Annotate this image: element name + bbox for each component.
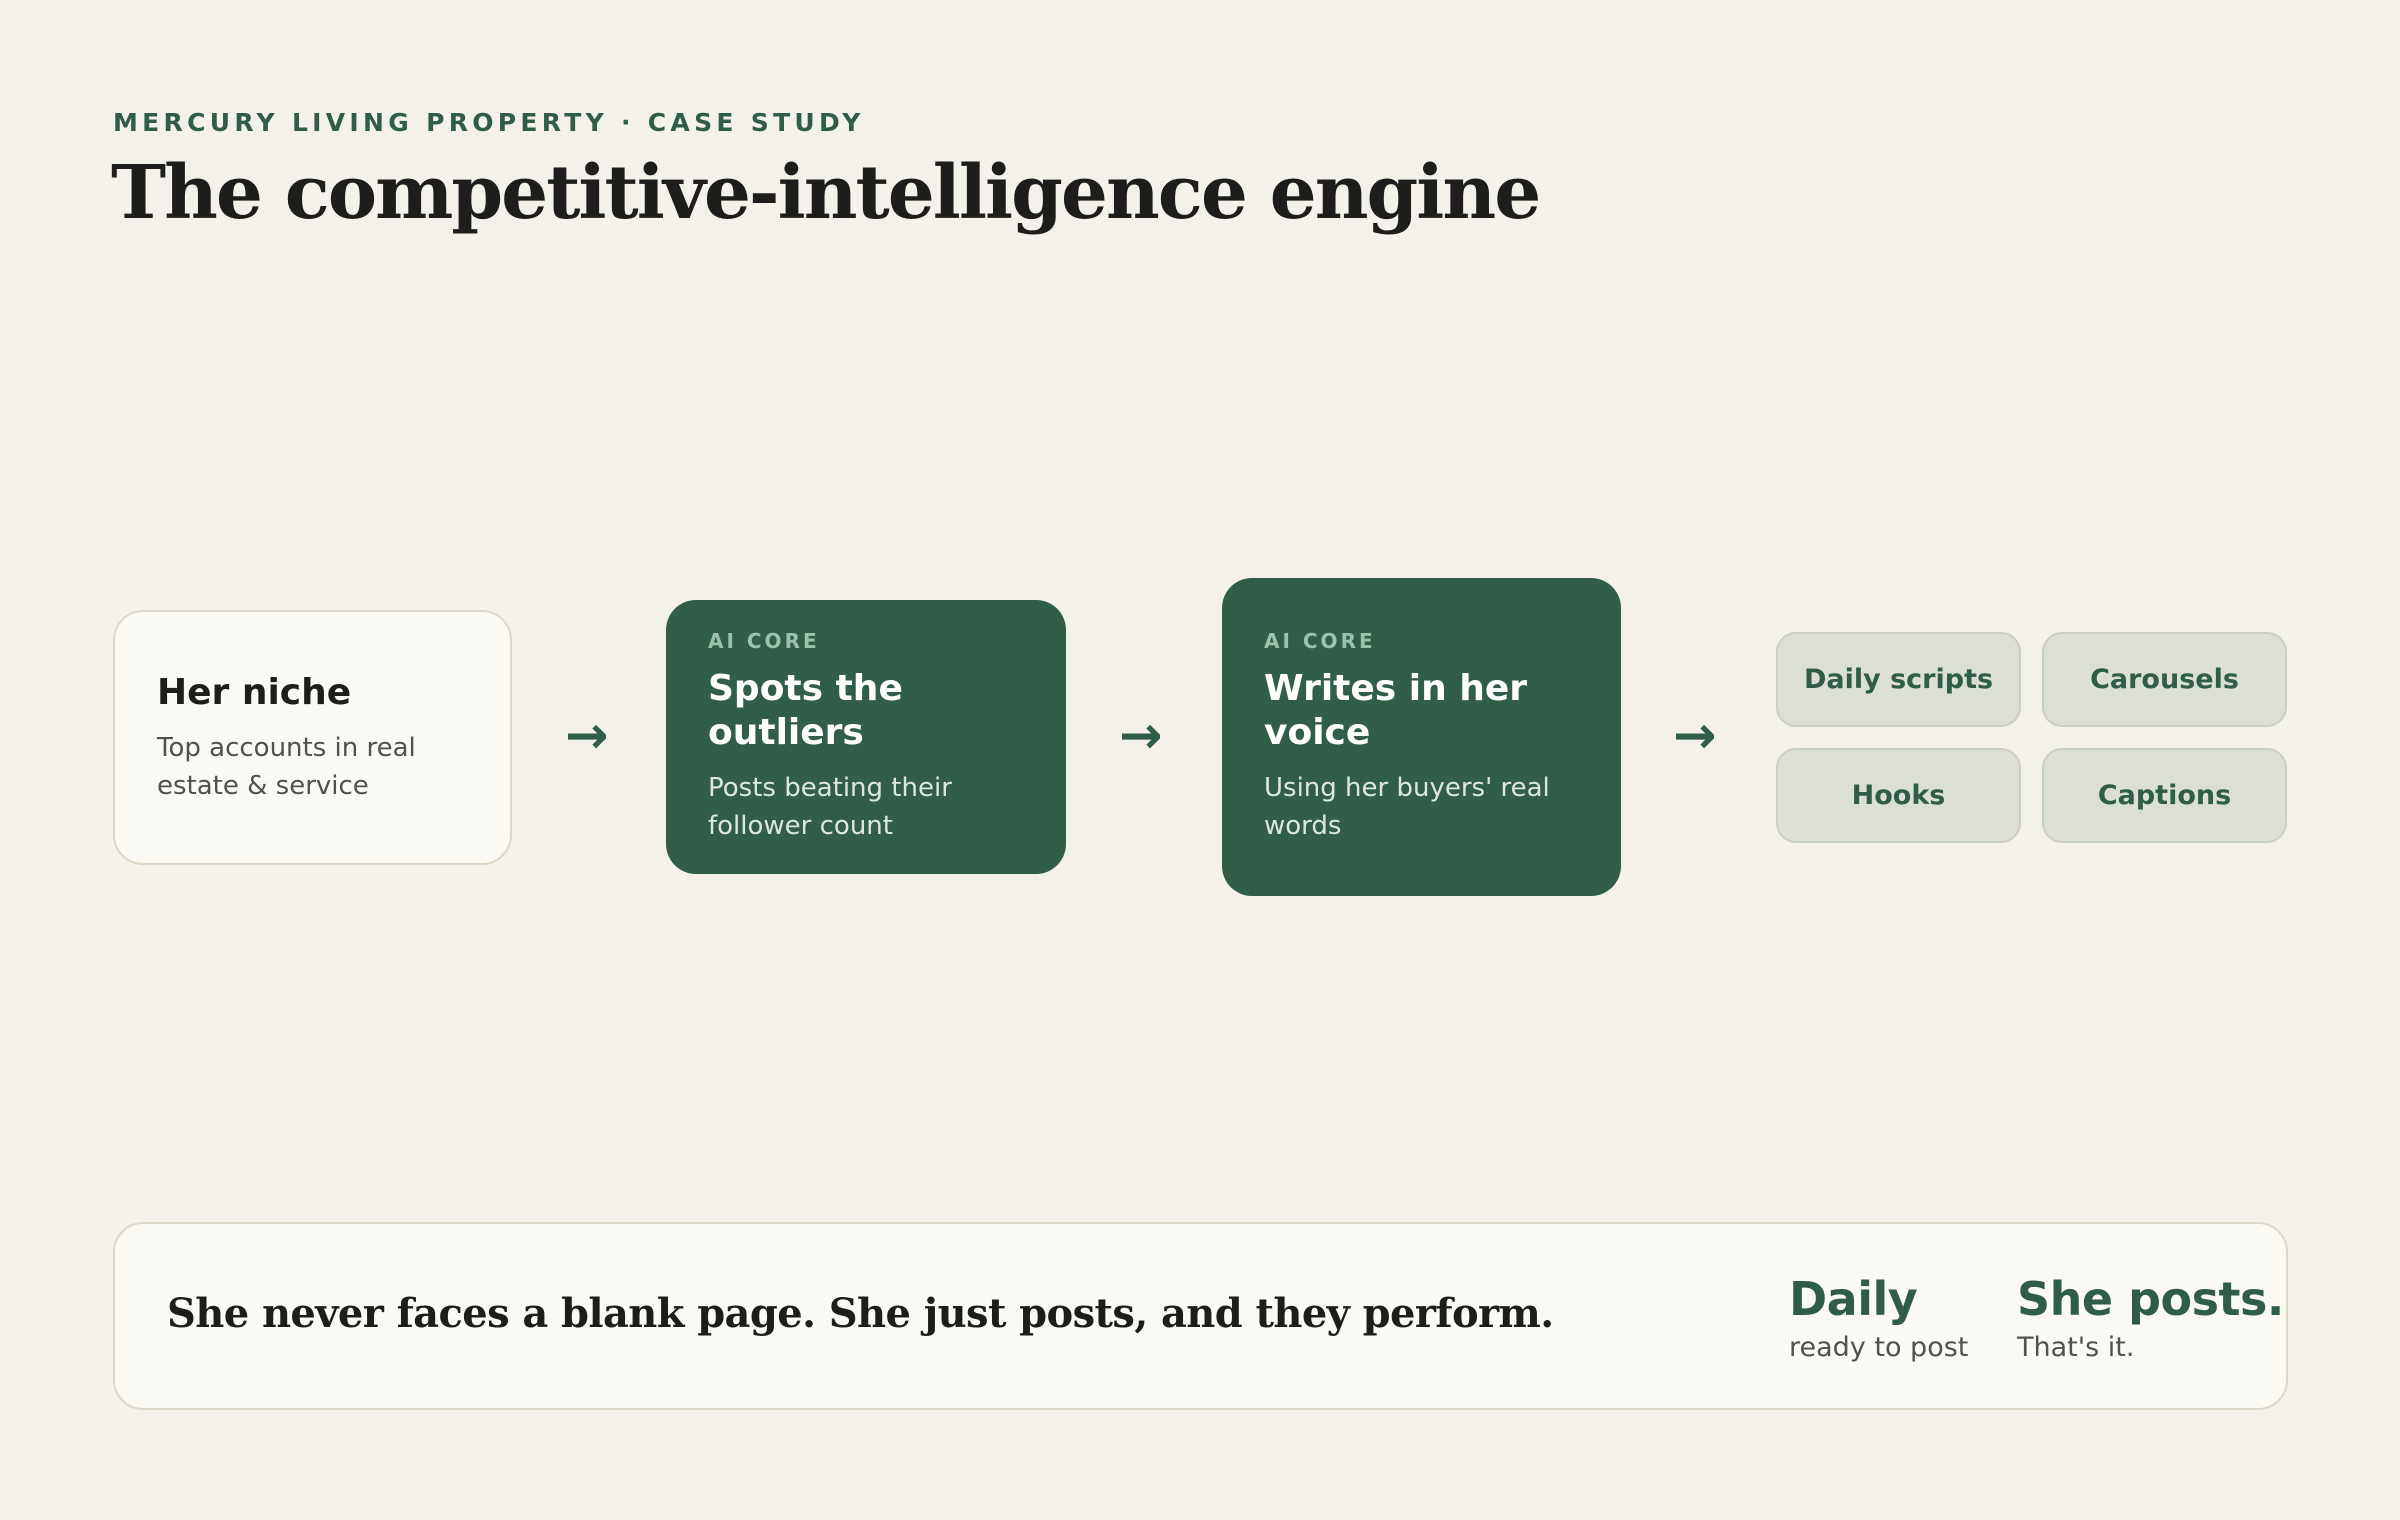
stat-daily: Daily ready to post [1789, 1272, 1968, 1366]
step-detail: Top accounts in real estate & service [157, 732, 416, 801]
case-study-eyebrow: MERCURY LIVING PROPERTY · CASE STUDY [113, 108, 865, 137]
output-carousels: Carousels [2042, 632, 2287, 727]
stat-she-posts: She posts. That's it. [2017, 1272, 2284, 1366]
step-detail: Using her buyers' real words [1264, 773, 1550, 841]
stat-label: That's it. [2017, 1332, 2135, 1363]
step-her-niche: Her niche Top accounts in real estate & … [113, 610, 512, 865]
page-title: The competitive-intelligence engine [111, 150, 1541, 236]
arrow-right-icon: → [565, 706, 609, 766]
arrow-right-icon: → [1119, 706, 1163, 766]
ai-core-tag: AI CORE [708, 629, 820, 653]
stat-value: She posts. [2017, 1272, 2284, 1326]
ai-core-tag: AI CORE [1264, 629, 1376, 653]
arrow-right-icon: → [1673, 706, 1717, 766]
step-heading: Writes in her voice [1264, 668, 1528, 753]
output-captions: Captions [2042, 748, 2287, 843]
step-heading: Spots the outliers [708, 668, 903, 753]
step-writes-in-her-voice: AI CORE Writes in her voice Using her bu… [1222, 578, 1621, 896]
summary-text: She never faces a blank page. She just p… [167, 1290, 1554, 1337]
output-daily-scripts: Daily scripts [1776, 632, 2021, 727]
step-detail: Posts beating their follower count [708, 773, 952, 841]
stat-label: ready to post [1789, 1332, 1969, 1363]
step-spots-outliers: AI CORE Spots the outliers Posts beating… [666, 600, 1066, 874]
summary-banner: She never faces a blank page. She just p… [113, 1222, 2288, 1410]
output-hooks: Hooks [1776, 748, 2021, 843]
step-heading: Her niche [157, 671, 352, 713]
stat-value: Daily [1789, 1272, 1918, 1326]
